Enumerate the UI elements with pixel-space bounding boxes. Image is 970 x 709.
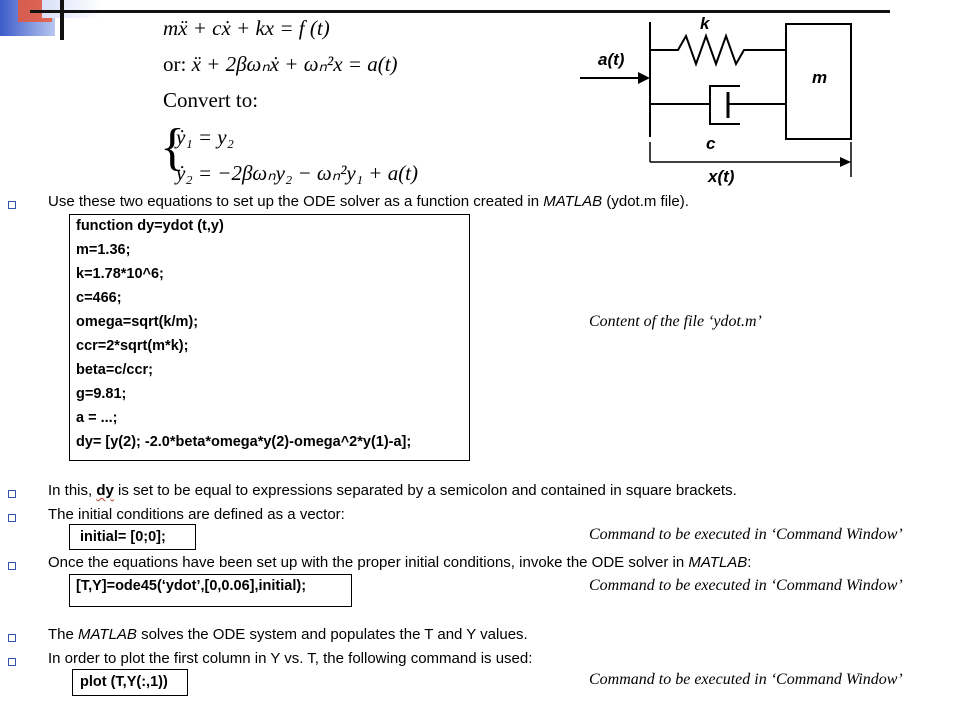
note-command-2: Command to be executed in ‘Command Windo… (589, 577, 903, 594)
bullet-marker (8, 514, 16, 522)
damper-cylinder (709, 85, 740, 125)
bullet-text-3: The initial conditions are defined as a … (48, 506, 345, 523)
mass-block (785, 23, 852, 140)
header-vertical-rule (60, 0, 64, 40)
bullet-marker (8, 201, 16, 209)
damper-label: c (706, 134, 716, 153)
code-line: m=1.36; (76, 242, 131, 258)
header-decoration-light (42, 0, 102, 18)
plot-code: plot (T,Y(:,1)) (80, 674, 168, 690)
code-line: a = ...; (76, 410, 118, 426)
bullet-text-1: Use these two equations to set up the OD… (48, 193, 689, 210)
bullet-text-4: Once the equations have been set up with… (48, 554, 752, 571)
convert-label: Convert to: (163, 88, 259, 112)
function-code-box (69, 214, 470, 461)
code-line: ccr=2*sqrt(m*k); (76, 338, 189, 354)
equation-system-2: ẏ₂ = −2βωₙy₂ − ωₙ²y₁ + a(t) (176, 161, 419, 185)
spring-icon (650, 33, 786, 67)
ode-code-box (69, 574, 352, 607)
bullet-marker (8, 634, 16, 642)
force-arrow-head (638, 72, 650, 84)
code-line: g=9.81; (76, 386, 127, 402)
bullet-text-2: In this, dy is set to be equal to expres… (48, 482, 737, 499)
code-line: omega=sqrt(k/m); (76, 314, 199, 330)
system-brace: { (160, 119, 185, 176)
equation-normalized: or: ẍ + 2βωₙẋ + ωₙ²x = a(t) (163, 52, 398, 76)
equation-motion: mẍ + cẋ + kx = f (t) (163, 16, 330, 40)
header-rule (30, 10, 890, 13)
note-command-3: Command to be executed in ‘Command Windo… (589, 671, 903, 688)
initial-code: initial= [0;0]; (80, 529, 166, 545)
note-command-1: Command to be executed in ‘Command Windo… (589, 526, 903, 543)
displacement-arrow-head (840, 157, 851, 167)
plot-code-box (72, 669, 188, 696)
code-line: function dy=ydot (t,y) (76, 218, 224, 234)
initial-code-box (69, 524, 196, 550)
ode-code: [T,Y]=ode45(‘ydot’,[0,0.06],initial); (76, 578, 307, 594)
bullet-text-5: The MATLAB solves the ODE system and pop… (48, 626, 528, 643)
bullet-marker (8, 490, 16, 498)
displacement-label: x(t) (708, 167, 735, 186)
code-line: c=466; (76, 290, 122, 306)
note-file-content: Content of the file ‘ydot.m’ (589, 313, 762, 330)
equation-system-1: ẏ₁ = y₂ (176, 125, 234, 149)
code-line: k=1.78*10^6; (76, 266, 164, 282)
force-label: a(t) (598, 50, 625, 69)
bullet-marker (8, 562, 16, 570)
code-line: beta=c/ccr; (76, 362, 153, 378)
mass-label: m (812, 68, 828, 87)
code-line: dy= [y(2); -2.0*beta*omega*y(2)-omega^2*… (76, 434, 412, 450)
bullet-text-6: In order to plot the first column in Y v… (48, 650, 533, 667)
mass-spring-damper-diagram (580, 22, 852, 177)
spring-label: k (700, 14, 710, 33)
bullet-marker (8, 658, 16, 666)
